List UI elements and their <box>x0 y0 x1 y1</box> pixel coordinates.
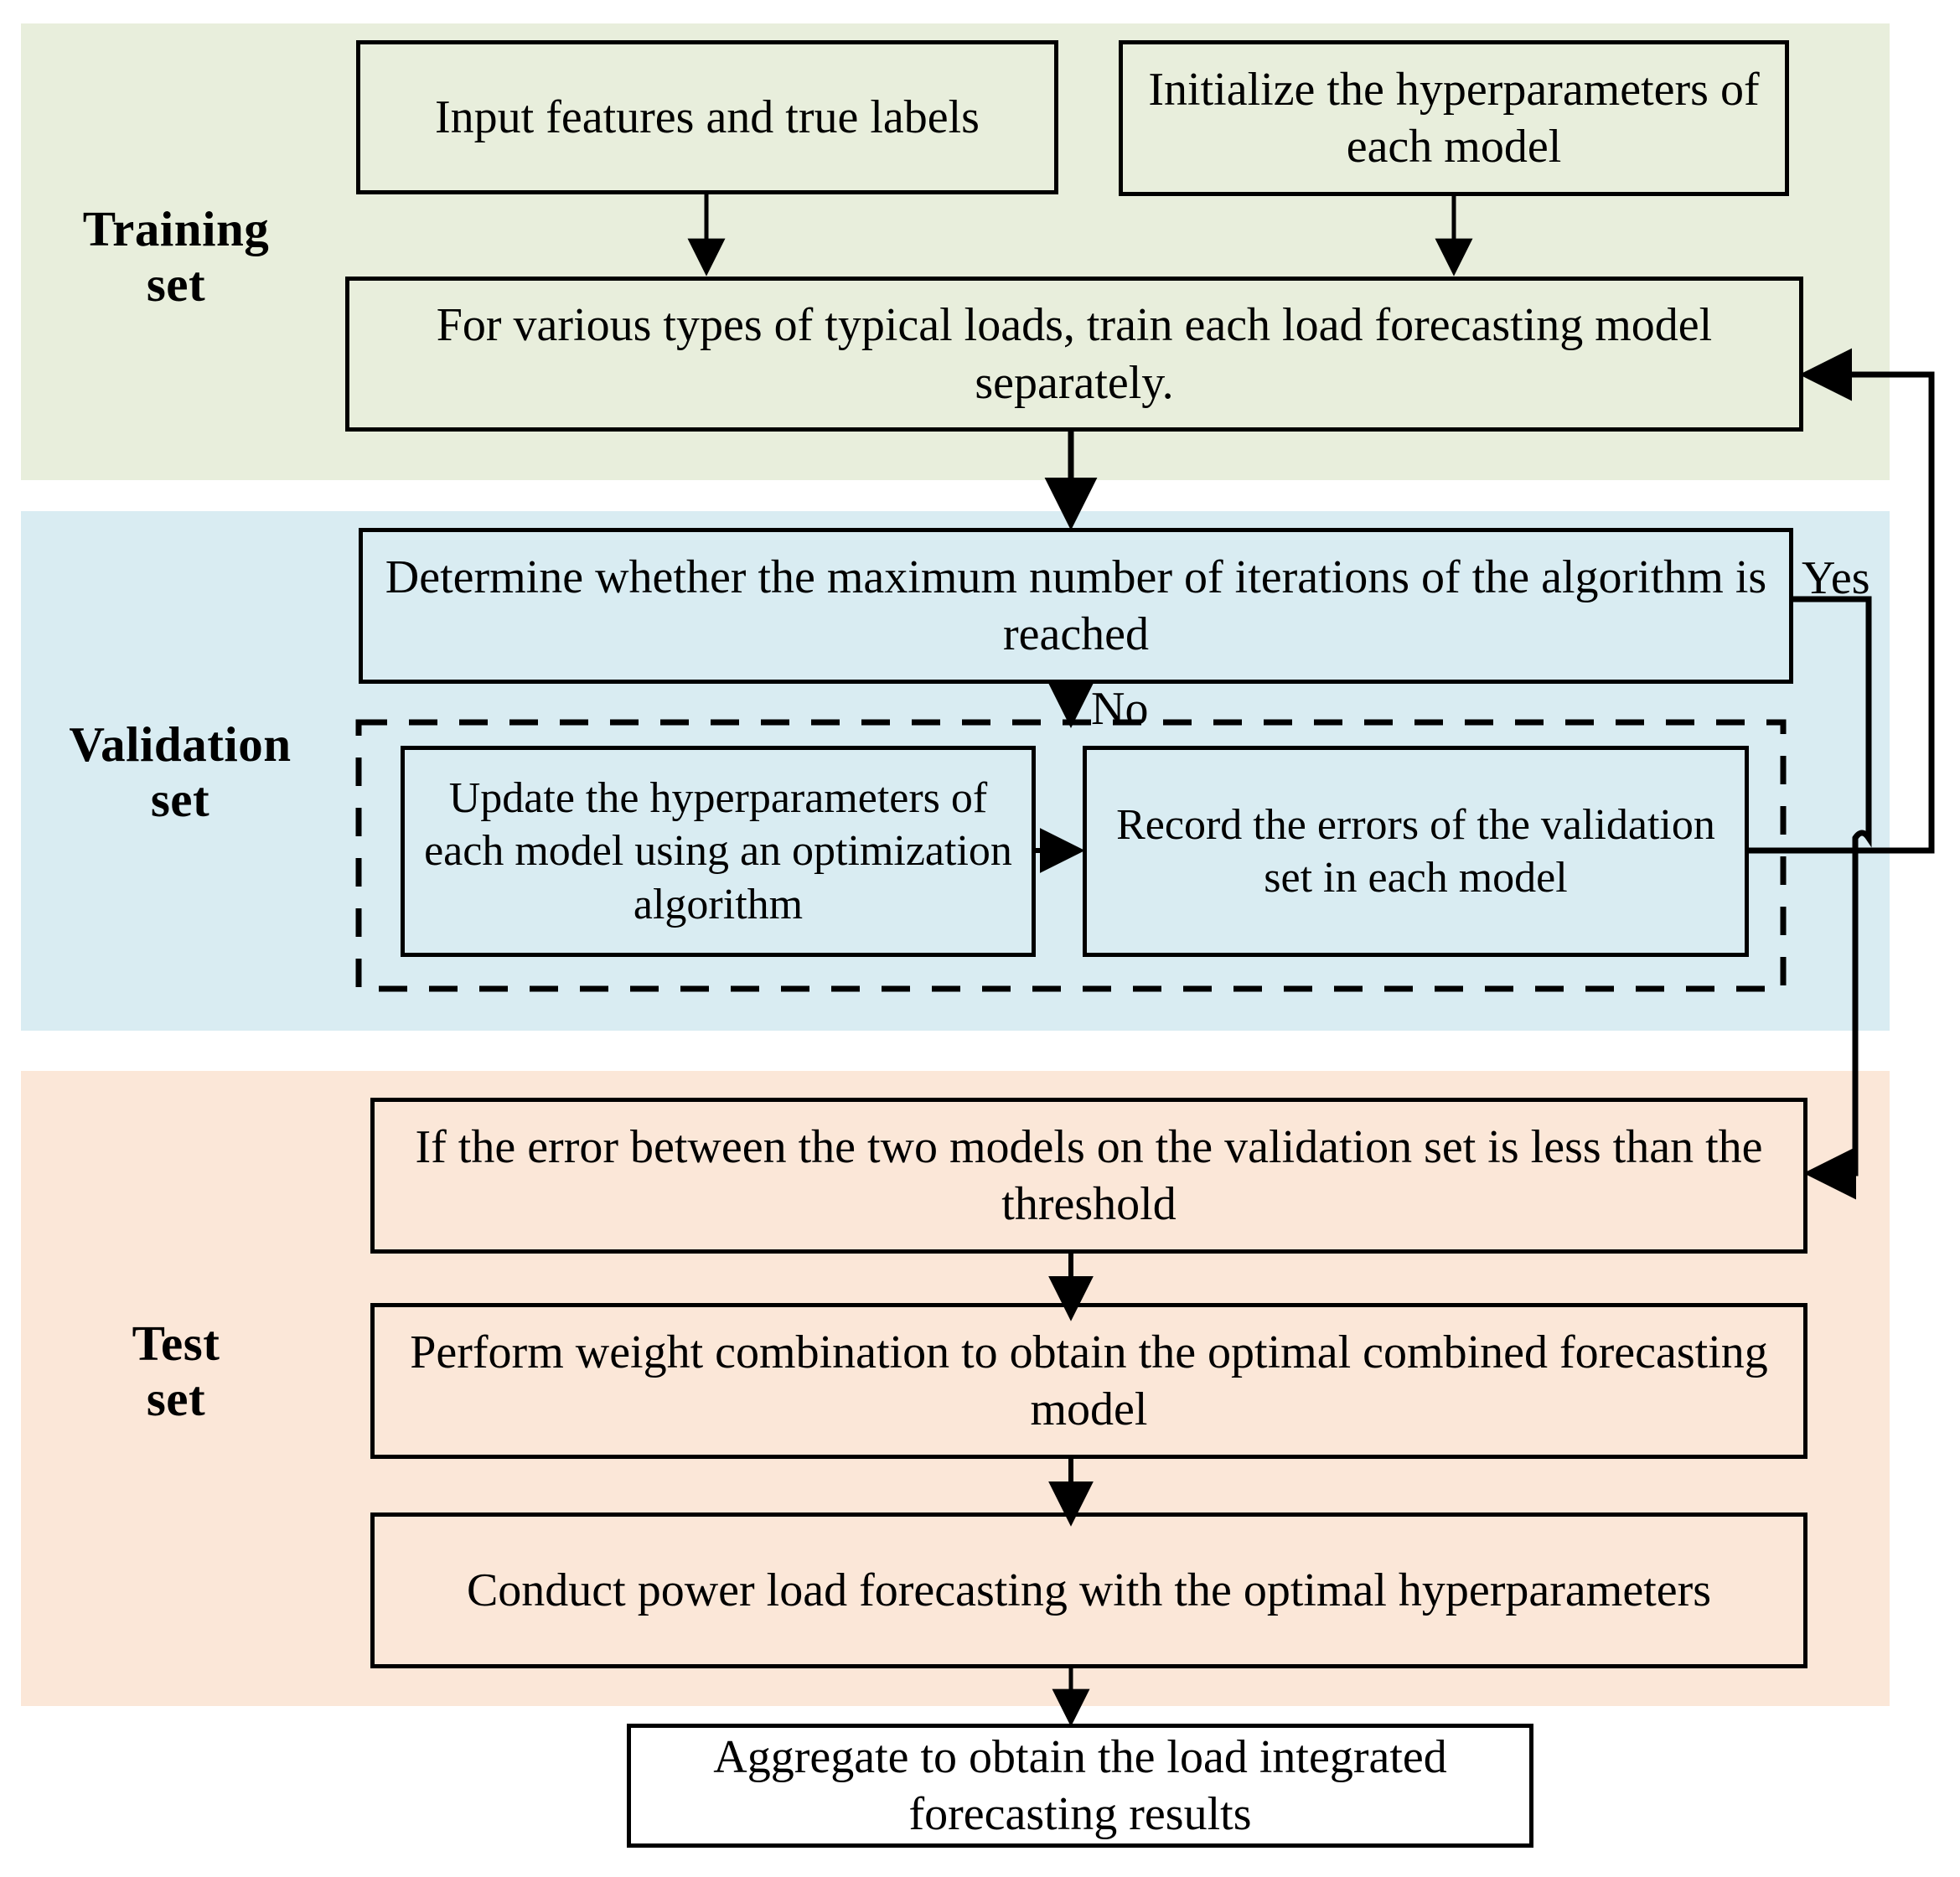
node-input-features[interactable]: Input features and true labels <box>356 40 1058 194</box>
validation-band <box>21 511 1890 1031</box>
stage-label-test-line2: set <box>146 1371 206 1427</box>
node-update-hyperparameters-text: Update the hyperparameters of each model… <box>424 773 1012 928</box>
node-max-iterations[interactable]: Determine whether the maximum number of … <box>359 528 1793 684</box>
node-conduct-forecasting-text: Conduct power load forecasting with the … <box>466 1564 1712 1616</box>
stage-label-training-line2: set <box>146 256 206 313</box>
node-error-threshold[interactable]: If the error between the two models on t… <box>370 1098 1807 1254</box>
stage-label-validation-line2: set <box>150 772 210 828</box>
node-aggregate-results-text: Aggregate to obtain the load integrated … <box>713 1730 1447 1840</box>
stage-label-test-line1: Test <box>132 1316 220 1371</box>
node-weight-combination-text: Perform weight combination to obtain the… <box>410 1326 1768 1435</box>
node-train-models-text: For various types of typical loads, trai… <box>436 299 1713 409</box>
stage-label-training: Training set <box>38 201 314 312</box>
node-initialize-hyperparameters[interactable]: Initialize the hyperparameters of each m… <box>1119 40 1789 196</box>
test-band <box>21 1071 1890 1706</box>
stage-label-validation: Validation set <box>29 716 331 827</box>
training-band <box>21 23 1890 480</box>
edge-maxiter-yes <box>1793 596 1872 1200</box>
edge-label-no: No <box>1091 683 1149 735</box>
node-max-iterations-text: Determine whether the maximum number of … <box>385 551 1767 660</box>
node-update-hyperparameters[interactable]: Update the hyperparameters of each model… <box>401 746 1036 957</box>
edge-label-yes: Yes <box>1802 552 1870 604</box>
stage-label-training-line1: Training <box>82 201 270 256</box>
node-initialize-hyperparameters-text: Initialize the hyperparameters of each m… <box>1148 63 1760 173</box>
node-aggregate-results[interactable]: Aggregate to obtain the load integrated … <box>627 1724 1533 1848</box>
stage-label-test: Test set <box>38 1316 314 1426</box>
node-weight-combination[interactable]: Perform weight combination to obtain the… <box>370 1303 1807 1459</box>
node-record-errors[interactable]: Record the errors of the validation set … <box>1083 746 1749 957</box>
edge-record-feedback <box>1747 348 1935 854</box>
node-record-errors-text: Record the errors of the validation set … <box>1116 800 1715 902</box>
node-train-models[interactable]: For various types of typical loads, trai… <box>345 277 1803 432</box>
stage-label-validation-line1: Validation <box>69 716 292 772</box>
node-error-threshold-text: If the error between the two models on t… <box>415 1120 1763 1230</box>
iteration-group-dashed-box <box>355 719 1787 992</box>
node-conduct-forecasting[interactable]: Conduct power load forecasting with the … <box>370 1512 1807 1668</box>
node-input-features-text: Input features and true labels <box>435 90 980 143</box>
